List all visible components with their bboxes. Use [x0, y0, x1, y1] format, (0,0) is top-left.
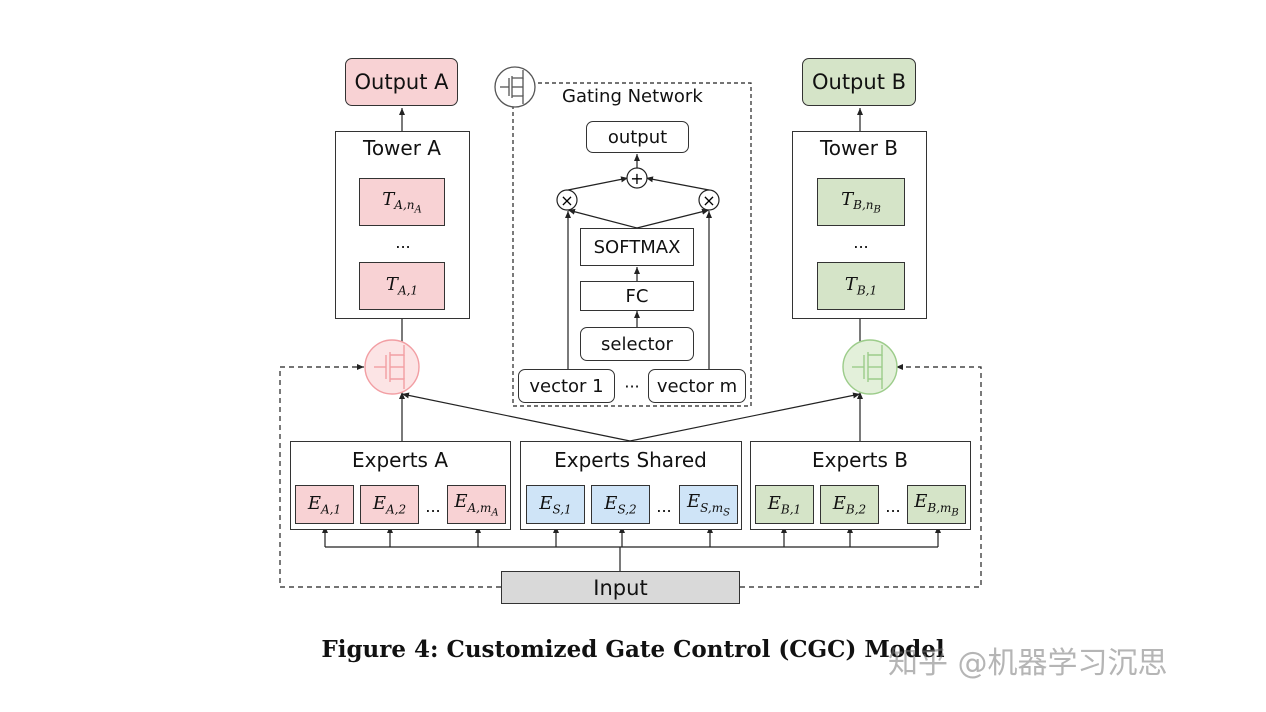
expert-s-1: ES,1	[526, 485, 585, 524]
gate-a-icon	[364, 339, 420, 395]
expert-a-1: EA,1	[295, 485, 354, 524]
softmax-box: SOFTMAX	[580, 228, 694, 266]
expert-s-2: ES,2	[591, 485, 650, 524]
dashed-input-to-gate-b	[740, 364, 982, 588]
tower-a-top-layer: TA,nA	[359, 178, 445, 226]
output-b-box: Output B	[802, 58, 916, 106]
gate-b-icon	[842, 339, 898, 395]
selector-box: selector	[580, 327, 694, 361]
gating-network-border	[512, 82, 752, 407]
experts-b: Experts B EB,1 EB,2 ... EB,mB	[750, 441, 971, 530]
experts-a: Experts A EA,1 EA,2 ... EA,mA	[290, 441, 511, 530]
tower-b-title: Tower B	[819, 136, 899, 160]
input-box: Input	[501, 571, 740, 604]
watermark: 知乎 @机器学习沉思	[888, 646, 1168, 681]
times-label-right: ×	[702, 190, 716, 210]
times-operator-right	[698, 189, 720, 211]
dashed-input-to-gate-a	[279, 364, 501, 588]
arrow-shared-to-gate-b	[629, 392, 861, 442]
experts-shared-title: Experts Shared	[554, 448, 707, 472]
tower-a-bottom-layer: TA,1	[359, 262, 445, 310]
tower-a-dots: ...	[395, 232, 411, 252]
times-operator-left	[556, 189, 578, 211]
output-a-box: Output A	[345, 58, 458, 106]
gating-network-icon	[494, 66, 536, 108]
experts-b-dots: ...	[885, 496, 901, 516]
arrow-shared-to-gate-a	[401, 392, 631, 442]
tower-b-top-layer: TB,nB	[817, 178, 905, 226]
expert-s-m: ES,mS	[679, 485, 738, 524]
tower-b-dots: ...	[853, 232, 869, 252]
expert-b-2: EB,2	[820, 485, 879, 524]
tower-b-bottom-layer: TB,1	[817, 262, 905, 310]
tower-a: Tower A TA,nA ... TA,1	[335, 131, 470, 319]
fc-box: FC	[580, 281, 694, 311]
plus-operator	[626, 167, 648, 189]
tower-b: Tower B TB,nB ... TB,1	[792, 131, 927, 319]
experts-b-title: Experts B	[811, 448, 909, 472]
times-label-left: ×	[560, 190, 574, 210]
plus-label: +	[630, 168, 644, 188]
experts-shared-dots: ...	[656, 496, 672, 516]
vector-dots: ···	[624, 376, 640, 396]
expert-b-1: EB,1	[755, 485, 814, 524]
expert-a-2: EA,2	[360, 485, 419, 524]
expert-b-m: EB,mB	[907, 485, 966, 524]
gating-network-title: Gating Network	[562, 86, 703, 107]
experts-a-title: Experts A	[352, 448, 448, 472]
tower-a-title: Tower A	[363, 136, 441, 160]
expert-a-m: EA,mA	[447, 485, 506, 524]
vector-m-box: vector m	[648, 369, 746, 403]
vector-1-box: vector 1	[518, 369, 615, 403]
gating-output-box: output	[586, 121, 689, 153]
experts-shared: Experts Shared ES,1 ES,2 ... ES,mS	[520, 441, 742, 530]
experts-a-dots: ...	[425, 496, 441, 516]
figure-caption: Figure 4: Customized Gate Control (CGC) …	[321, 636, 945, 663]
